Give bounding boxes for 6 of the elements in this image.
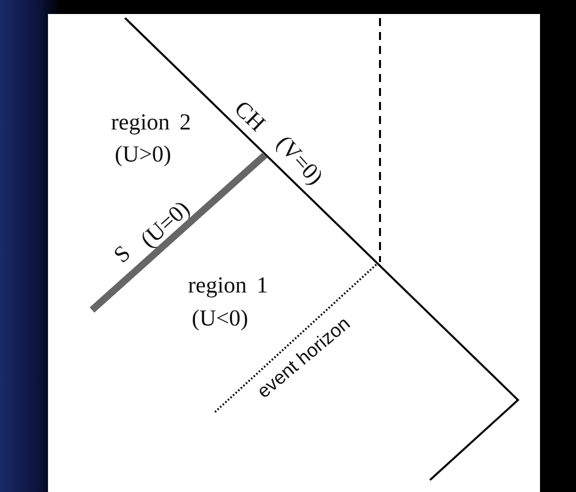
region-label: CH (230, 96, 270, 136)
region-label: S (110, 241, 134, 267)
region-label: region 2 (111, 110, 191, 134)
region-label: (U>0) (114, 142, 172, 166)
region-label: region 1 (188, 274, 268, 296)
region-label: (U<0) (192, 306, 248, 330)
